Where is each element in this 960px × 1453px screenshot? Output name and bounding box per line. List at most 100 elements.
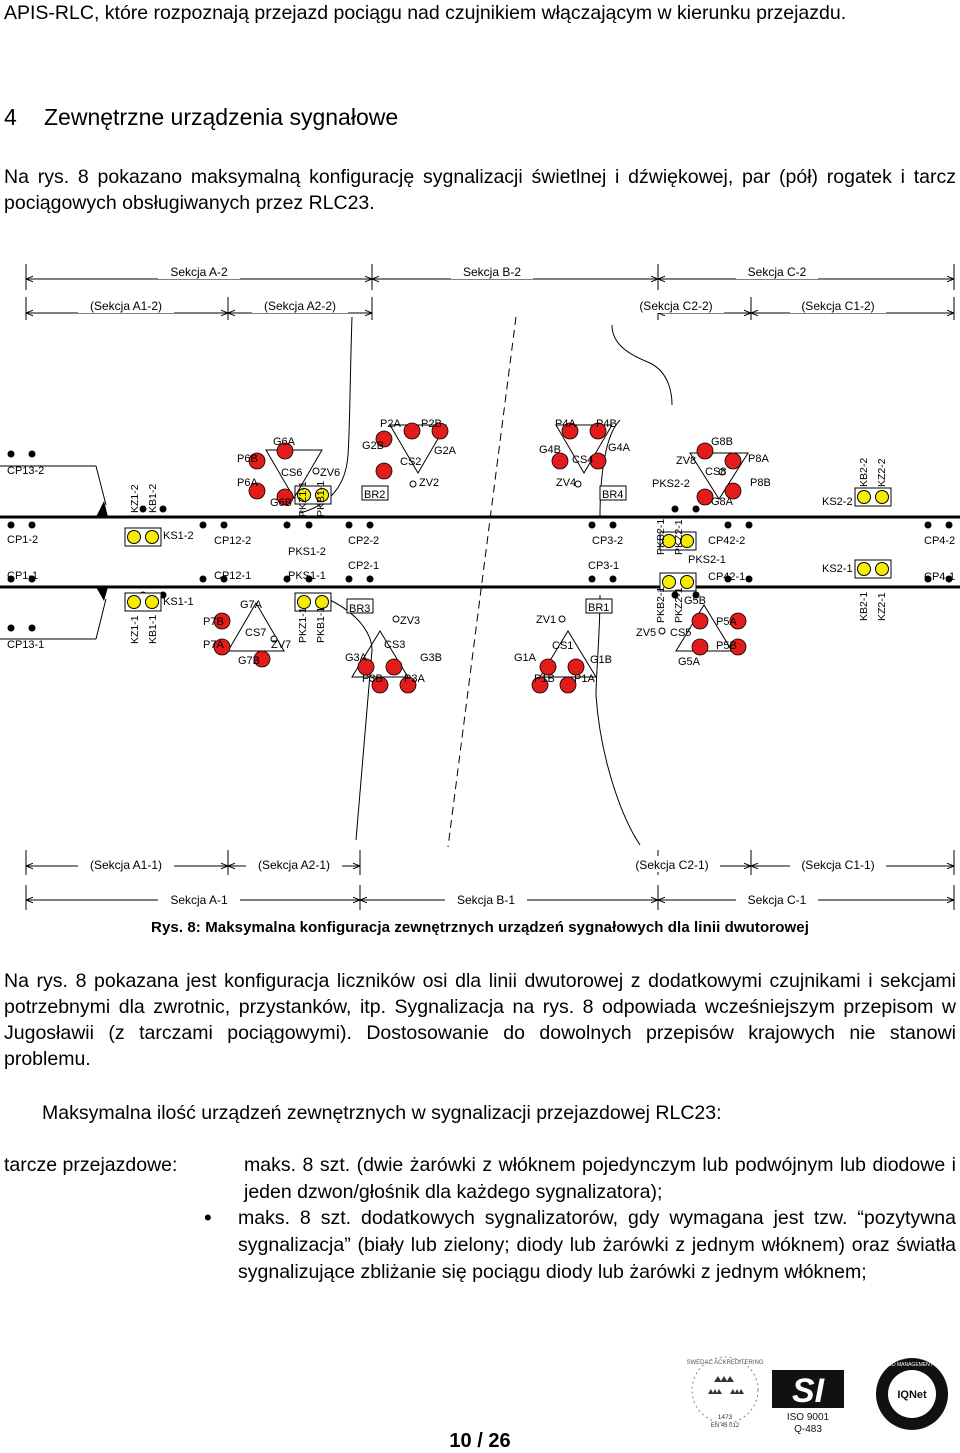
q-number: Q-483: [794, 1424, 822, 1435]
svg-text:P2A: P2A: [380, 418, 401, 430]
svg-text:P7A: P7A: [203, 639, 224, 651]
intro-paragraph: APIS-RLC, które rozpoznają przejazd poci…: [4, 2, 847, 24]
svg-text:G6A: G6A: [273, 436, 296, 448]
svg-text:CP1-2: CP1-2: [7, 534, 38, 546]
svg-text:G2B: G2B: [362, 440, 384, 452]
svg-text:G3A: G3A: [345, 652, 368, 664]
svg-text:KZ1-1: KZ1-1: [129, 615, 141, 644]
svg-text:ZV5: ZV5: [636, 627, 656, 639]
svg-text:P8A: P8A: [748, 453, 769, 465]
svg-text:KB2-2: KB2-2: [858, 458, 870, 487]
page-number: 10 / 26: [449, 1430, 511, 1452]
svg-text:PKS1-1: PKS1-1: [288, 570, 326, 582]
svg-text:G1A: G1A: [514, 652, 537, 664]
svg-text:P5A: P5A: [716, 616, 737, 628]
svg-text:G6B: G6B: [270, 497, 292, 509]
svg-text:PKB2-1: PKB2-1: [655, 587, 667, 623]
svg-text:CS7: CS7: [245, 627, 266, 639]
svg-text:CP13-1: CP13-1: [7, 639, 44, 651]
subsection-label: (Sekcja C2-2): [639, 299, 712, 313]
svg-text:KZ1-2: KZ1-2: [129, 484, 141, 513]
svg-text:CP42-2: CP42-2: [708, 535, 745, 547]
subsection-label: (Sekcja A1-1): [90, 858, 162, 872]
section-label: Sekcja C-1: [748, 893, 807, 907]
svg-text:P5B: P5B: [716, 640, 737, 652]
section-label: Sekcja B-1: [457, 893, 515, 907]
svg-text:BR2: BR2: [364, 489, 385, 501]
svg-text:PKZ2-1: PKZ2-1: [673, 519, 685, 555]
svg-text:PKS1-2: PKS1-2: [288, 546, 326, 558]
section-label: Sekcja A-1: [170, 893, 228, 907]
svg-text:P2B: P2B: [421, 418, 442, 430]
svg-text:P4A: P4A: [555, 418, 576, 430]
svg-text:PKS2-2: PKS2-2: [652, 478, 690, 490]
svg-text:CS2: CS2: [400, 456, 421, 468]
svg-text:CP12-2: CP12-2: [214, 535, 251, 547]
svg-text:PKZ2-1: PKZ2-1: [673, 587, 685, 623]
svg-text:CP3-1: CP3-1: [588, 560, 619, 572]
max-devices-paragraph: Maksymalna ilość urządzeń zewnętrznych w…: [42, 1102, 722, 1124]
svg-text:CP13-2: CP13-2: [7, 465, 44, 477]
svg-text:ZV1: ZV1: [536, 614, 556, 626]
swedac-ring-text: SWEDAC ACKREDITERING: [686, 1360, 763, 1366]
caption-text: Maksymalna konfiguracja zewnętrznych urz…: [205, 919, 809, 936]
description-paragraph: Na rys. 8 pokazana jest konfiguracja lic…: [4, 970, 956, 1070]
subsection-label: (Sekcja C1-1): [801, 858, 874, 872]
svg-text:CP1-1: CP1-1: [7, 570, 38, 582]
caption-label: Rys. 8:: [151, 919, 201, 936]
subsection-label: (Sekcja C1-2): [801, 299, 874, 313]
svg-text:CS5: CS5: [670, 627, 691, 639]
svg-text:ZV3: ZV3: [400, 615, 420, 627]
signalling-diagram: Sekcja A-2 Sekcja B-2 Sekcja C-2 (Sekcja…: [0, 263, 960, 910]
certification-logos: SWEDAC ACKREDITERING 1473 EN 45 012 SI I…: [686, 1356, 955, 1435]
svg-text:P6A: P6A: [237, 477, 258, 489]
svg-text:PKZ1-1: PKZ1-1: [297, 481, 309, 517]
svg-text:G4A: G4A: [608, 442, 631, 454]
svg-text:G2A: G2A: [434, 445, 457, 457]
svg-text:ZV8: ZV8: [676, 455, 696, 467]
iqnet-text: IQNet: [897, 1389, 927, 1401]
svg-text:KZ2-1: KZ2-1: [876, 592, 888, 621]
svg-text:PKS2-1: PKS2-1: [688, 554, 726, 566]
svg-text:P3A: P3A: [404, 673, 425, 685]
svg-text:CP4-1: CP4-1: [924, 571, 955, 583]
svg-text:KS2-1: KS2-1: [822, 563, 853, 575]
svg-text:CS3: CS3: [384, 639, 405, 651]
svg-text:BR4: BR4: [602, 489, 623, 501]
svg-text:KB1-2: KB1-2: [147, 484, 159, 513]
svg-text:CP2-2: CP2-2: [348, 535, 379, 547]
svg-text:G8B: G8B: [711, 436, 733, 448]
svg-text:CP42-1: CP42-1: [708, 571, 745, 583]
svg-text:CP2-1: CP2-1: [348, 560, 379, 572]
section-label: Sekcja A-2: [170, 265, 228, 279]
svg-text:BR3: BR3: [349, 603, 370, 615]
si-text: SI: [792, 1372, 826, 1410]
svg-text:CS6: CS6: [281, 467, 302, 479]
subsection-label: (Sekcja A1-2): [90, 299, 162, 313]
svg-text:G5B: G5B: [684, 595, 706, 607]
svg-text:ZV6: ZV6: [320, 467, 340, 479]
list-label: tarcze przejazdowe:: [4, 1154, 178, 1176]
svg-text:ZV2: ZV2: [419, 477, 439, 489]
svg-text:KS1-2: KS1-2: [163, 530, 194, 542]
svg-text:KB2-1: KB2-1: [858, 592, 870, 621]
svg-text:PKB1-1: PKB1-1: [315, 481, 327, 517]
svg-text:G3B: G3B: [420, 652, 442, 664]
svg-text:PKB2-1: PKB2-1: [655, 519, 667, 555]
figure-caption: Rys. 8: Maksymalna konfiguracja zewnętrz…: [0, 919, 960, 936]
svg-text:G7B: G7B: [238, 655, 260, 667]
swedac-standard: EN 45 012: [711, 1423, 740, 1429]
svg-text:G7A: G7A: [240, 599, 263, 611]
list-item: maks. 8 szt. (dwie żarówki z włóknem poj…: [244, 1154, 956, 1203]
svg-text:P1A: P1A: [574, 673, 595, 685]
svg-text:KZ2-2: KZ2-2: [876, 458, 888, 487]
bullet-icon: •: [204, 1205, 212, 1230]
svg-text:P3B: P3B: [362, 673, 383, 685]
section-number: 4: [4, 104, 17, 130]
svg-text:P1B: P1B: [534, 673, 555, 685]
list-item: maks. 8 szt. dodatkowych sygnalizatorów,…: [238, 1207, 956, 1283]
si-logo: SI ISO 9001 Q-483: [772, 1370, 844, 1435]
svg-text:KS1-1: KS1-1: [163, 596, 194, 608]
iqnet-ring-text: CERTIFIED MANAGEMENT SYSTEM: [869, 1362, 954, 1368]
